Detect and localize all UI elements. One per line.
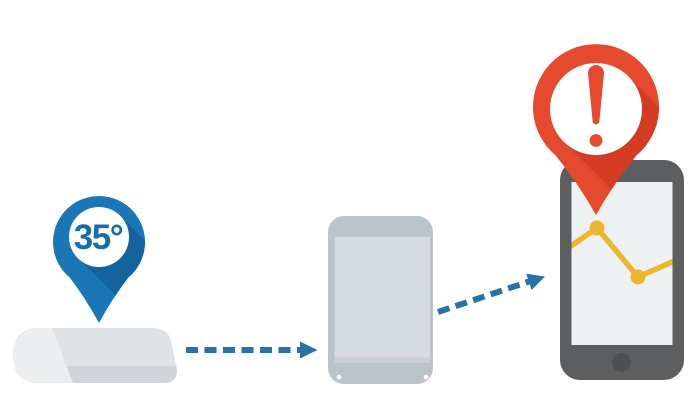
exclamation-bar — [588, 65, 604, 125]
sensor-bar-end-cap — [13, 328, 73, 383]
temperature-pin-inner-circle — [69, 207, 129, 267]
home-button — [612, 353, 631, 372]
gateway-device — [328, 216, 433, 384]
gateway-to-phone-arrowhead-icon — [526, 273, 545, 290]
chart-point — [589, 220, 605, 236]
temperature-pin: 35° — [53, 196, 145, 323]
chart-point — [630, 269, 646, 285]
gateway-to-phone-arrow-line — [437, 278, 530, 315]
gateway-to-phone-arrow — [437, 273, 545, 315]
exclamation-dot — [589, 134, 603, 147]
gateway-front-panel — [334, 237, 430, 363]
gateway-screw-left — [336, 374, 342, 380]
sensor-to-gateway-arrow — [186, 341, 318, 359]
gateway-panel-bottom-strip — [334, 357, 430, 363]
smartphone — [560, 160, 684, 380]
phone-screen — [571, 182, 673, 345]
gateway-screw-right — [423, 374, 429, 380]
sensor-device — [13, 328, 177, 383]
temperature-value: 35° — [74, 218, 123, 257]
temperature-chart — [571, 220, 673, 285]
chart-line — [571, 225, 673, 280]
exclamation-icon — [588, 65, 604, 147]
sensor-to-gateway-arrowhead-icon — [300, 341, 318, 359]
